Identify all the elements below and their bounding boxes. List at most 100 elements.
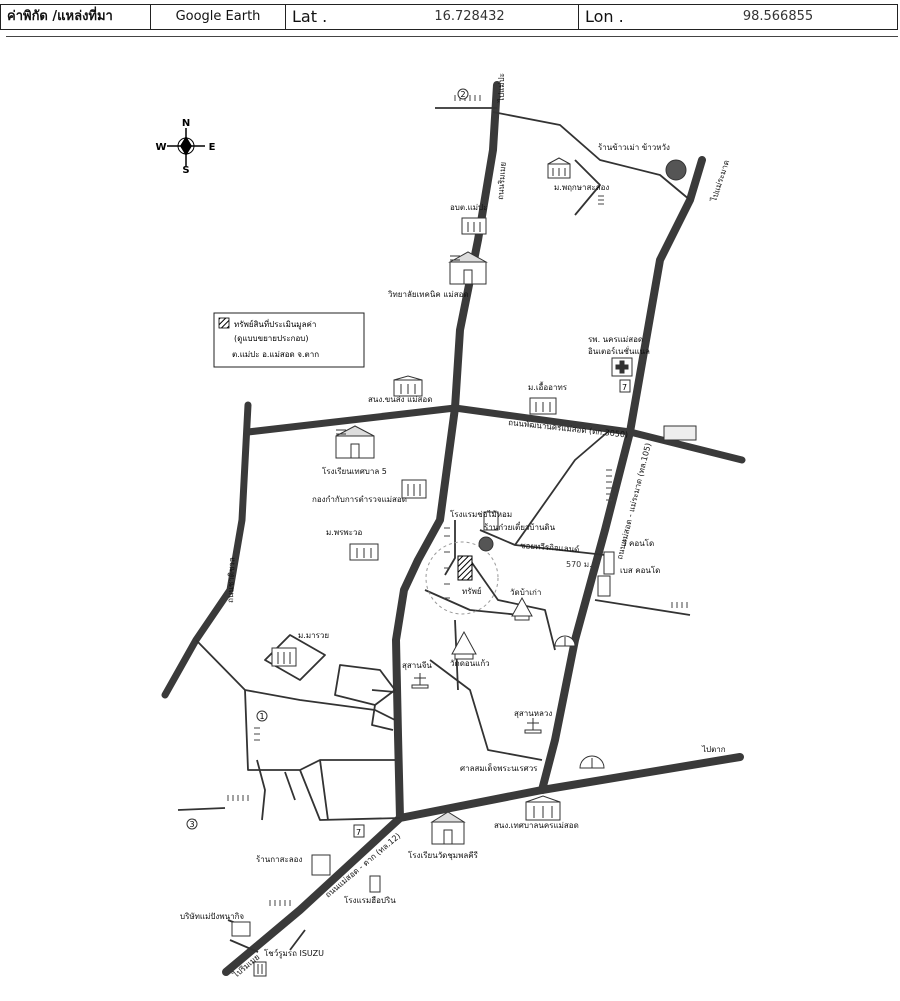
- lat-label: Lat .: [292, 7, 328, 26]
- location-map: N S E W ทรัพย์สินที่ประเมินมูลค่า (ดูแบบ…: [155, 73, 746, 980]
- label-hospital: รพ. นครแม่สอด: [588, 335, 643, 344]
- minor-roads: [177, 107, 691, 953]
- label-distance: 570 ม.: [566, 560, 592, 569]
- lon-value: 98.566855: [742, 9, 814, 24]
- building-icon: [461, 217, 487, 235]
- label-mae-sot-tak: ถนนแม่สอด - ตาก (ทล.12): [324, 831, 403, 899]
- school-icon: [448, 251, 488, 285]
- number-markers: 2 1 3: [186, 88, 469, 830]
- compass-rose: N S E W: [155, 118, 215, 176]
- label-to-mae-pa: ไปแม่ปะ: [497, 73, 506, 103]
- legend-line2: (ดูแบบขยายประกอบ): [234, 334, 308, 344]
- compass-n: N: [182, 118, 190, 129]
- radius-circle: [425, 541, 499, 615]
- label-wirakit: ซอยทวีรกิจแลนด์: [520, 540, 580, 554]
- compass-s: S: [182, 165, 189, 176]
- noodle-shop-icon: [478, 536, 494, 552]
- building-icon: [483, 511, 499, 531]
- label-shrine: ศาลสมเด็จพระนเรศวร: [460, 763, 538, 773]
- label-gas-shop: ร้านกาสะลอง: [256, 855, 302, 864]
- label-company: บริษัทแม่ปังพนากิจ: [180, 912, 244, 921]
- major-roads: [161, 81, 746, 976]
- subject-property-icon: [457, 555, 473, 581]
- building-icon: [311, 854, 331, 876]
- lat-value: 16.728432: [361, 5, 579, 29]
- label-wat-don-kaeo: วัดดอนแก้ว: [450, 659, 490, 668]
- legend-line1: ทรัพย์สินที่ประเมินมูลค่า: [234, 318, 316, 330]
- temple-icon: [451, 630, 477, 660]
- label-manarom: ม.มารวย: [298, 631, 329, 640]
- road-mae-sot-mae-ramat: [538, 156, 706, 794]
- source-value: Google Earth: [151, 5, 286, 29]
- label-municipal-office: สนง.เทศบาลนครแม่สอด: [494, 821, 579, 830]
- label-best-condo: เบส คอนโด: [620, 565, 660, 575]
- marker-2: 2: [460, 90, 465, 99]
- label-phonchawal: ม.พรพะวอ: [326, 528, 362, 537]
- label-obt-mae-pa: อบต.แม่ปะ: [450, 203, 487, 212]
- building-icon: [401, 479, 427, 499]
- label-rice-shop: ร้านข้าวเม่า ข้าวหวัง: [598, 143, 670, 152]
- billboard-icon: [663, 425, 697, 441]
- seven-eleven-icon: 7: [353, 824, 365, 838]
- hospital-icon: [611, 357, 633, 377]
- coordinate-header: ค่าพิกัด /แหล่งที่มา Google Earth Lat . …: [0, 0, 900, 37]
- lon-label: Lon .: [585, 7, 624, 26]
- label-chatchawal: ถนนชาติชวล: [226, 557, 237, 603]
- label-technical-college: วิทยาลัยเทคนิค แม่สอด: [387, 290, 468, 299]
- legend-line3: ต.แม่ปะ อ.แม่สอด จ.ตาก: [232, 350, 319, 359]
- rice-shop-icon: [665, 159, 687, 181]
- label-hospital2: อินเตอร์เนชั่นแนล: [588, 345, 650, 356]
- building-icon: [603, 551, 615, 575]
- building-icon: [393, 375, 423, 397]
- label-pakanyo: ม.พฤกษาสะสอง: [554, 183, 609, 192]
- header-divider: [6, 36, 898, 37]
- label-school-chumphon: โรงเรียนวัดชุมพลคีรี: [408, 850, 479, 860]
- building-icon: [597, 575, 611, 597]
- svg-text:7: 7: [356, 828, 361, 837]
- seven-eleven-icon: 7: [619, 379, 631, 393]
- landmark-icons: 7 7: [231, 157, 697, 977]
- building-icon: [231, 921, 251, 937]
- label-v-condo: วี คอนโด: [621, 538, 654, 548]
- label-ua-athon: ม.เอื้ออาทร: [528, 381, 568, 392]
- cemetery-icon: [411, 673, 429, 689]
- school-icon: [335, 425, 375, 459]
- label-hotel-chaimaihom: โรงแรมช่อไม้หอม: [450, 509, 512, 519]
- compass-w: W: [155, 142, 166, 153]
- label-police: กองกำกับการตำรวจแม่สอด: [312, 495, 407, 504]
- label-wat-ban-kao: วัดบ้าเก่า: [510, 588, 541, 597]
- label-cemetery-luang: สุสานหลวง: [514, 709, 552, 718]
- road-mae-sot-tak: [222, 753, 744, 976]
- label-to-mae-ramat: ไปแม่ระมาด: [709, 159, 731, 204]
- coord-label: ค่าพิกัด /แหล่งที่มา: [1, 5, 151, 29]
- building-icon: [271, 647, 297, 667]
- school-icon: [430, 811, 466, 845]
- building-icon: [525, 795, 561, 821]
- legend-box: ทรัพย์สินที่ประเมินมูลค่า (ดูแบบขยายประก…: [213, 312, 365, 368]
- coordinate-row: ค่าพิกัด /แหล่งที่มา Google Earth Lat . …: [0, 4, 898, 30]
- label-chinese-cemetery: สุสานจีน: [402, 661, 432, 670]
- building-icon: [369, 875, 381, 893]
- building-icon: [529, 397, 557, 415]
- label-isuzu: โชว์รูมรถ ISUZU: [264, 948, 324, 959]
- label-hotel-phorn: โรงแรมฮือปริน: [344, 895, 396, 905]
- building-icon: [547, 157, 571, 179]
- isuzu-icon: [253, 961, 267, 977]
- marker-3: 3: [189, 820, 194, 829]
- label-to-tak: ไปตาก: [701, 745, 726, 754]
- cemetery-icon: [524, 718, 542, 734]
- marker-1: 1: [259, 712, 264, 721]
- label-subject: ทรัพย์: [462, 586, 482, 596]
- svg-text:7: 7: [622, 383, 627, 392]
- label-noodle-shop: ร้านก๋วยเตี๋ยวบ้านดิน: [484, 521, 556, 532]
- shell-icon: [579, 755, 605, 769]
- temple-icon: [511, 596, 533, 621]
- label-municipal-school5: โรงเรียนเทศบาล 5: [322, 466, 387, 476]
- label-land-office: สนง.ขนส่ง แม่สอด: [368, 395, 432, 404]
- road-chatchawal: [161, 401, 252, 699]
- subject-swatch-icon: [218, 317, 230, 329]
- road-rim-moei: [392, 81, 501, 822]
- building-icon: [349, 543, 379, 561]
- shell-icon: [554, 635, 576, 647]
- label-rim-moei: ถนนริมเมย: [496, 162, 508, 201]
